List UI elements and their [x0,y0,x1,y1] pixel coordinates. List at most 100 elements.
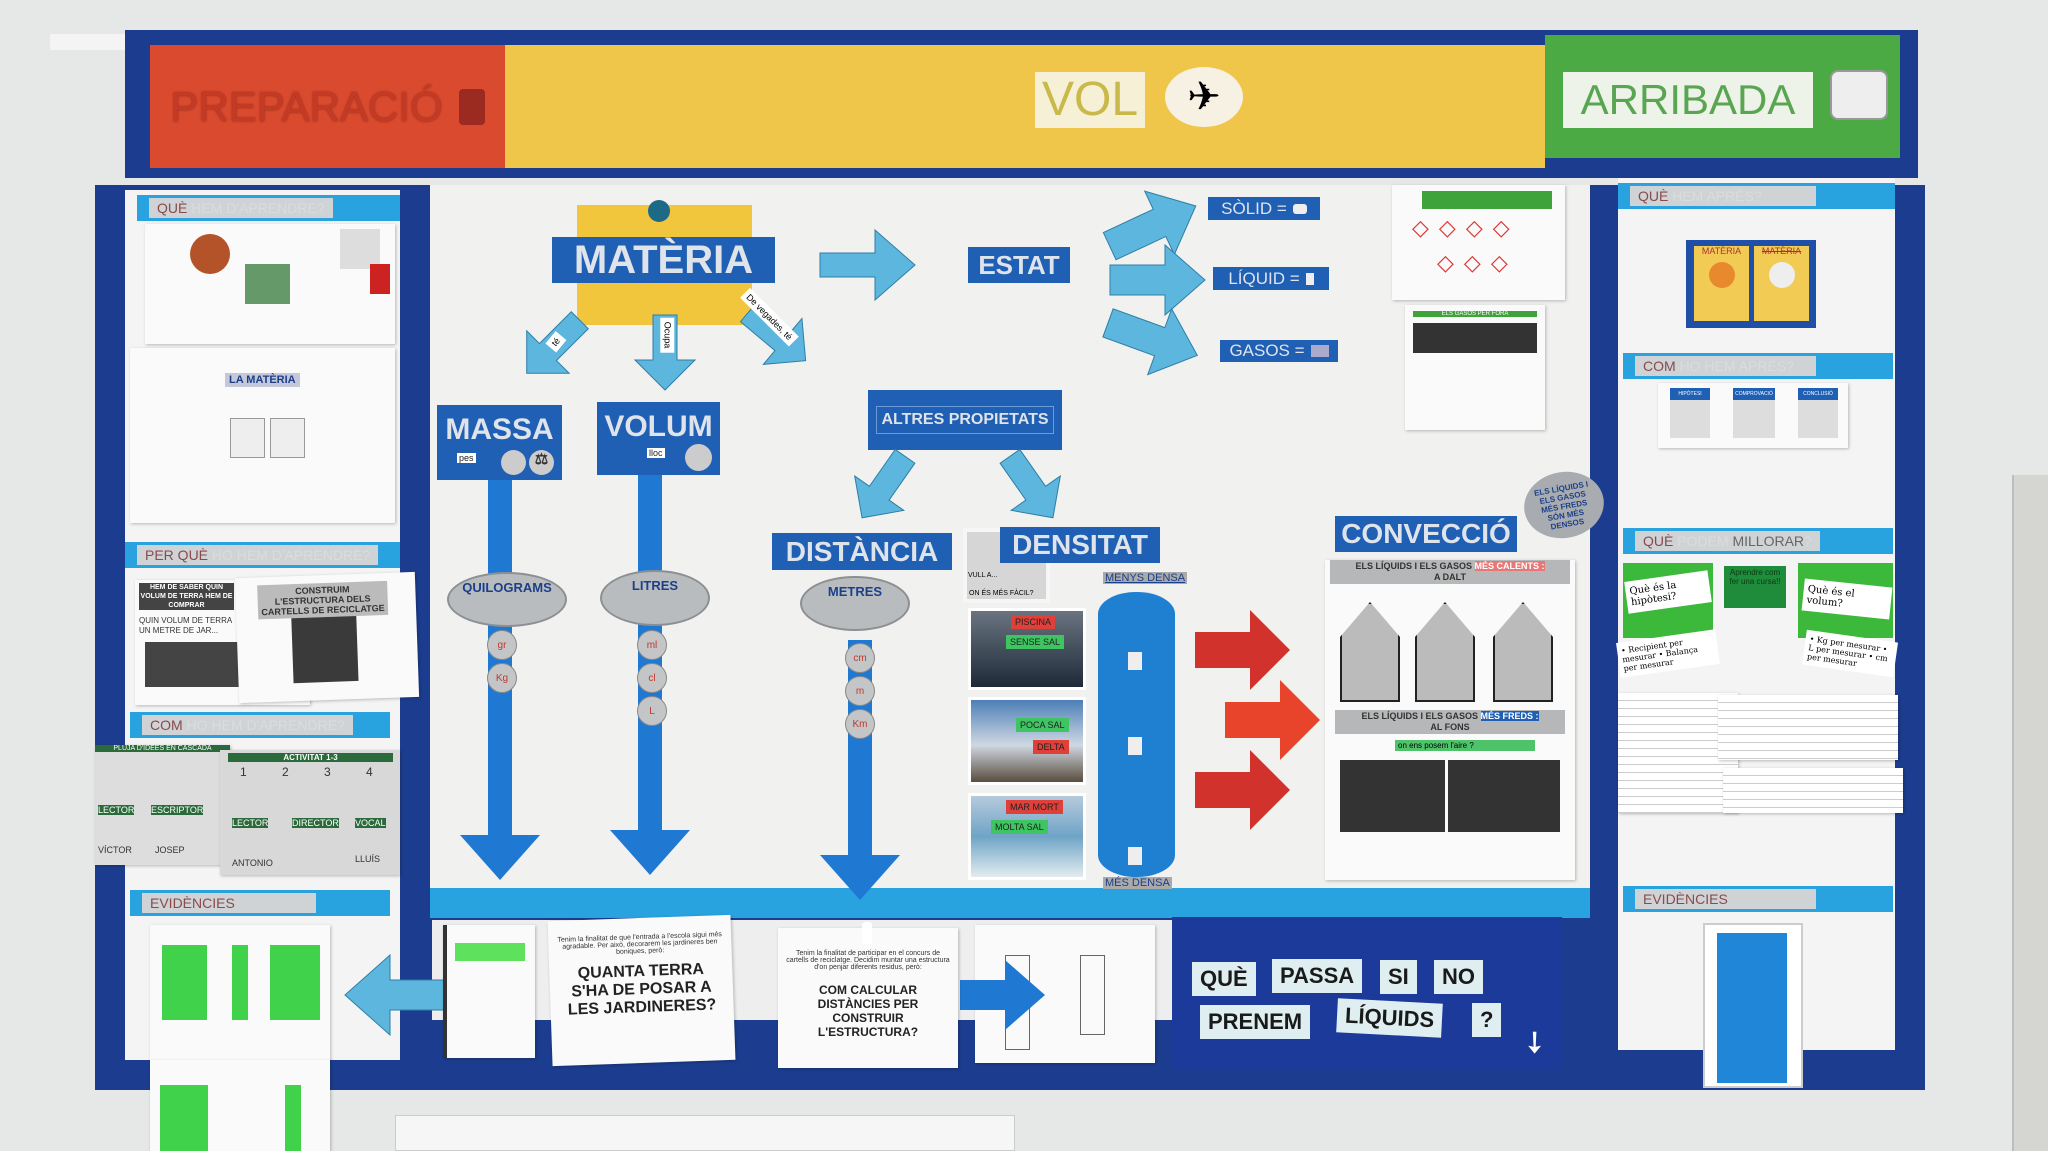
quilograms-oval: QUILOGRAMS [447,572,567,627]
arrow-icon-de-vegades [739,302,807,366]
role-label: DIRECTOR [292,818,339,828]
massa-title: MASSA [445,413,554,446]
photo-tag-green: MOLTA SAL [991,820,1048,834]
recycling-structure-photo [291,615,359,684]
gas-label: GASOS = [1220,340,1338,362]
distancia-scale-arrow [820,640,900,900]
brainstorm-title: PLUJA D'IDEES EN CASCADA [95,745,230,752]
airplane-icon: ✈ [1165,67,1243,127]
face-pictogram [190,234,230,274]
factory-pictogram [245,264,290,304]
hazard-header-bar [1422,191,1552,209]
volum-title: VOLUM [604,410,713,443]
preparation-section: PREPARACIÓ [150,45,505,168]
word-card: PASSA [1272,959,1363,993]
unit-badge: ml [637,630,667,660]
aire-label: on ens posem l'aire ? [1395,740,1535,751]
jardineres-question: QUANTA TERRA S'HA DE POSAR A LES JARDINE… [567,960,717,1019]
pin-icon [648,200,670,222]
arrow-icon-ocupa [633,314,697,391]
header-why-learn: PER QUÈ HO HEM D'APRENDRE? [125,542,400,568]
destination-icon [1830,70,1888,120]
top-banner: PREPARACIÓ VOL ✈ ARRIBADA [125,30,1918,178]
gases-sheet-title: ELS GASOS PER FORA [1413,311,1537,317]
unit-badge: L [637,696,667,726]
header-evidence-left: EVIDÈNCIES [130,890,390,916]
step-number: 1 [240,765,247,779]
volum-sub: lloc [647,448,665,458]
scale-icon: ⚖ [529,450,554,475]
altres-propietats-box: ALTRES PROPIETATS [868,390,1062,450]
header-what-learned: QUÈ HEM APRÈS? [1618,183,1895,209]
honey-jar-icon [1128,847,1142,865]
planter-photo [145,642,245,687]
role-name: JOSEP [155,845,185,855]
step-number: 2 [282,765,289,779]
gas-text: GASOS = [1229,341,1305,360]
activity-card-brainstorm: PLUJA D'IDEES EN CASCADA LECTOR VÍCTOR E… [95,745,230,865]
la-materia-label: LA MATÈRIA [225,373,300,387]
densitat-label: DENSITAT [1000,527,1160,563]
litres-label: LITRES [631,578,679,593]
blue-bag [1717,933,1787,1083]
liquid-text: LÍQUID = [1228,268,1300,288]
role-label: ESCRIPTOR [151,805,204,815]
estat-label: ESTAT [968,247,1070,283]
cold-rule-b: MÉS FREDS : [1480,711,1539,721]
metres-label: METRES [827,584,883,599]
massa-sub: pes [457,453,476,463]
unit-badge: m [845,676,875,706]
highlighted-text [455,943,525,961]
word-card: NO [1434,960,1483,994]
jardineres-question-paper: Tenim la finalitat de que l'entrada a l'… [547,914,736,1067]
red-arrow-icon [1195,610,1290,690]
house-icon [1340,602,1400,702]
hazard-icons: ◇◇◇◇ [1412,215,1520,240]
hot-rule-b: MÉS CALENTS : [1474,561,1545,571]
cold-rule-c: AL FONS [1430,722,1470,732]
water-bottle-icon [1128,737,1142,755]
red-objects-pictogram [370,264,390,294]
car-photo [1340,760,1445,832]
menys-densa-label: MENYS DENSA [1103,572,1188,584]
role-name: ANTONIO [232,858,273,868]
jug-icon [685,444,712,471]
unit-badge: cl [637,663,667,693]
conveccio-label: CONVECCIÓ [1335,516,1517,552]
litres-oval: LITRES [600,570,710,626]
green-strip [160,1085,208,1151]
right-column: QUÈ HEM APRÈS? MATÈRIA MATÈRIA COM HO HE… [1616,178,1903,1088]
arrival-label: ARRIBADA [1563,72,1813,128]
not-materia-card-label: MATÈRIA [1761,246,1802,256]
arrow-right-icon [960,960,1045,1030]
materia-title: MATÈRIA [552,237,775,283]
arrow-icon-densitat [999,448,1062,519]
unit-badge: cm [845,643,875,673]
volume-paper-subtitle: QUIN VOLUM DE TERRA UN METRE DE JAR... [139,616,232,635]
arrow-icon-distancia [853,448,916,519]
step-number: 4 [366,765,373,779]
green-strip [285,1085,301,1151]
evidence-box [1703,923,1803,1088]
altres-propietats-label: ALTRES PROPIETATS [876,406,1054,434]
door-frame [2012,475,2048,1151]
car-photo [1448,760,1560,832]
role-name: LLUÍS [355,854,381,864]
word-card: PRENEM [1200,1005,1311,1039]
distancies-question-paper: Tenim la finalitat de participar en el c… [778,928,958,1068]
role-name: VÍCTOR [98,845,132,855]
word-card: ? [1472,1003,1502,1037]
metres-oval: METRES [800,576,910,631]
photo-tag-green: POCA SAL [1016,718,1069,732]
step-card: CONCLUSIÓ [1798,388,1838,438]
massa-box: MASSA pes ⚖ [437,405,562,480]
volume-paper-title: HEM DE SABER QUIN VOLUM DE TERRA HEM DE … [139,583,234,610]
step-card: HIPÒTESI [1670,388,1710,438]
arrow-icon-gas [1102,307,1198,376]
red-arrow-icon [1195,750,1290,830]
step-label: CONCLUSIÓ [1798,388,1838,400]
flight-section: VOL ✈ [505,45,1545,168]
jardineres-intro: Tenim la finalitat de que l'entrada a l'… [557,931,722,956]
density-photo-beach: POCA SAL DELTA [968,697,1086,785]
unit-badge: gr [487,630,517,660]
